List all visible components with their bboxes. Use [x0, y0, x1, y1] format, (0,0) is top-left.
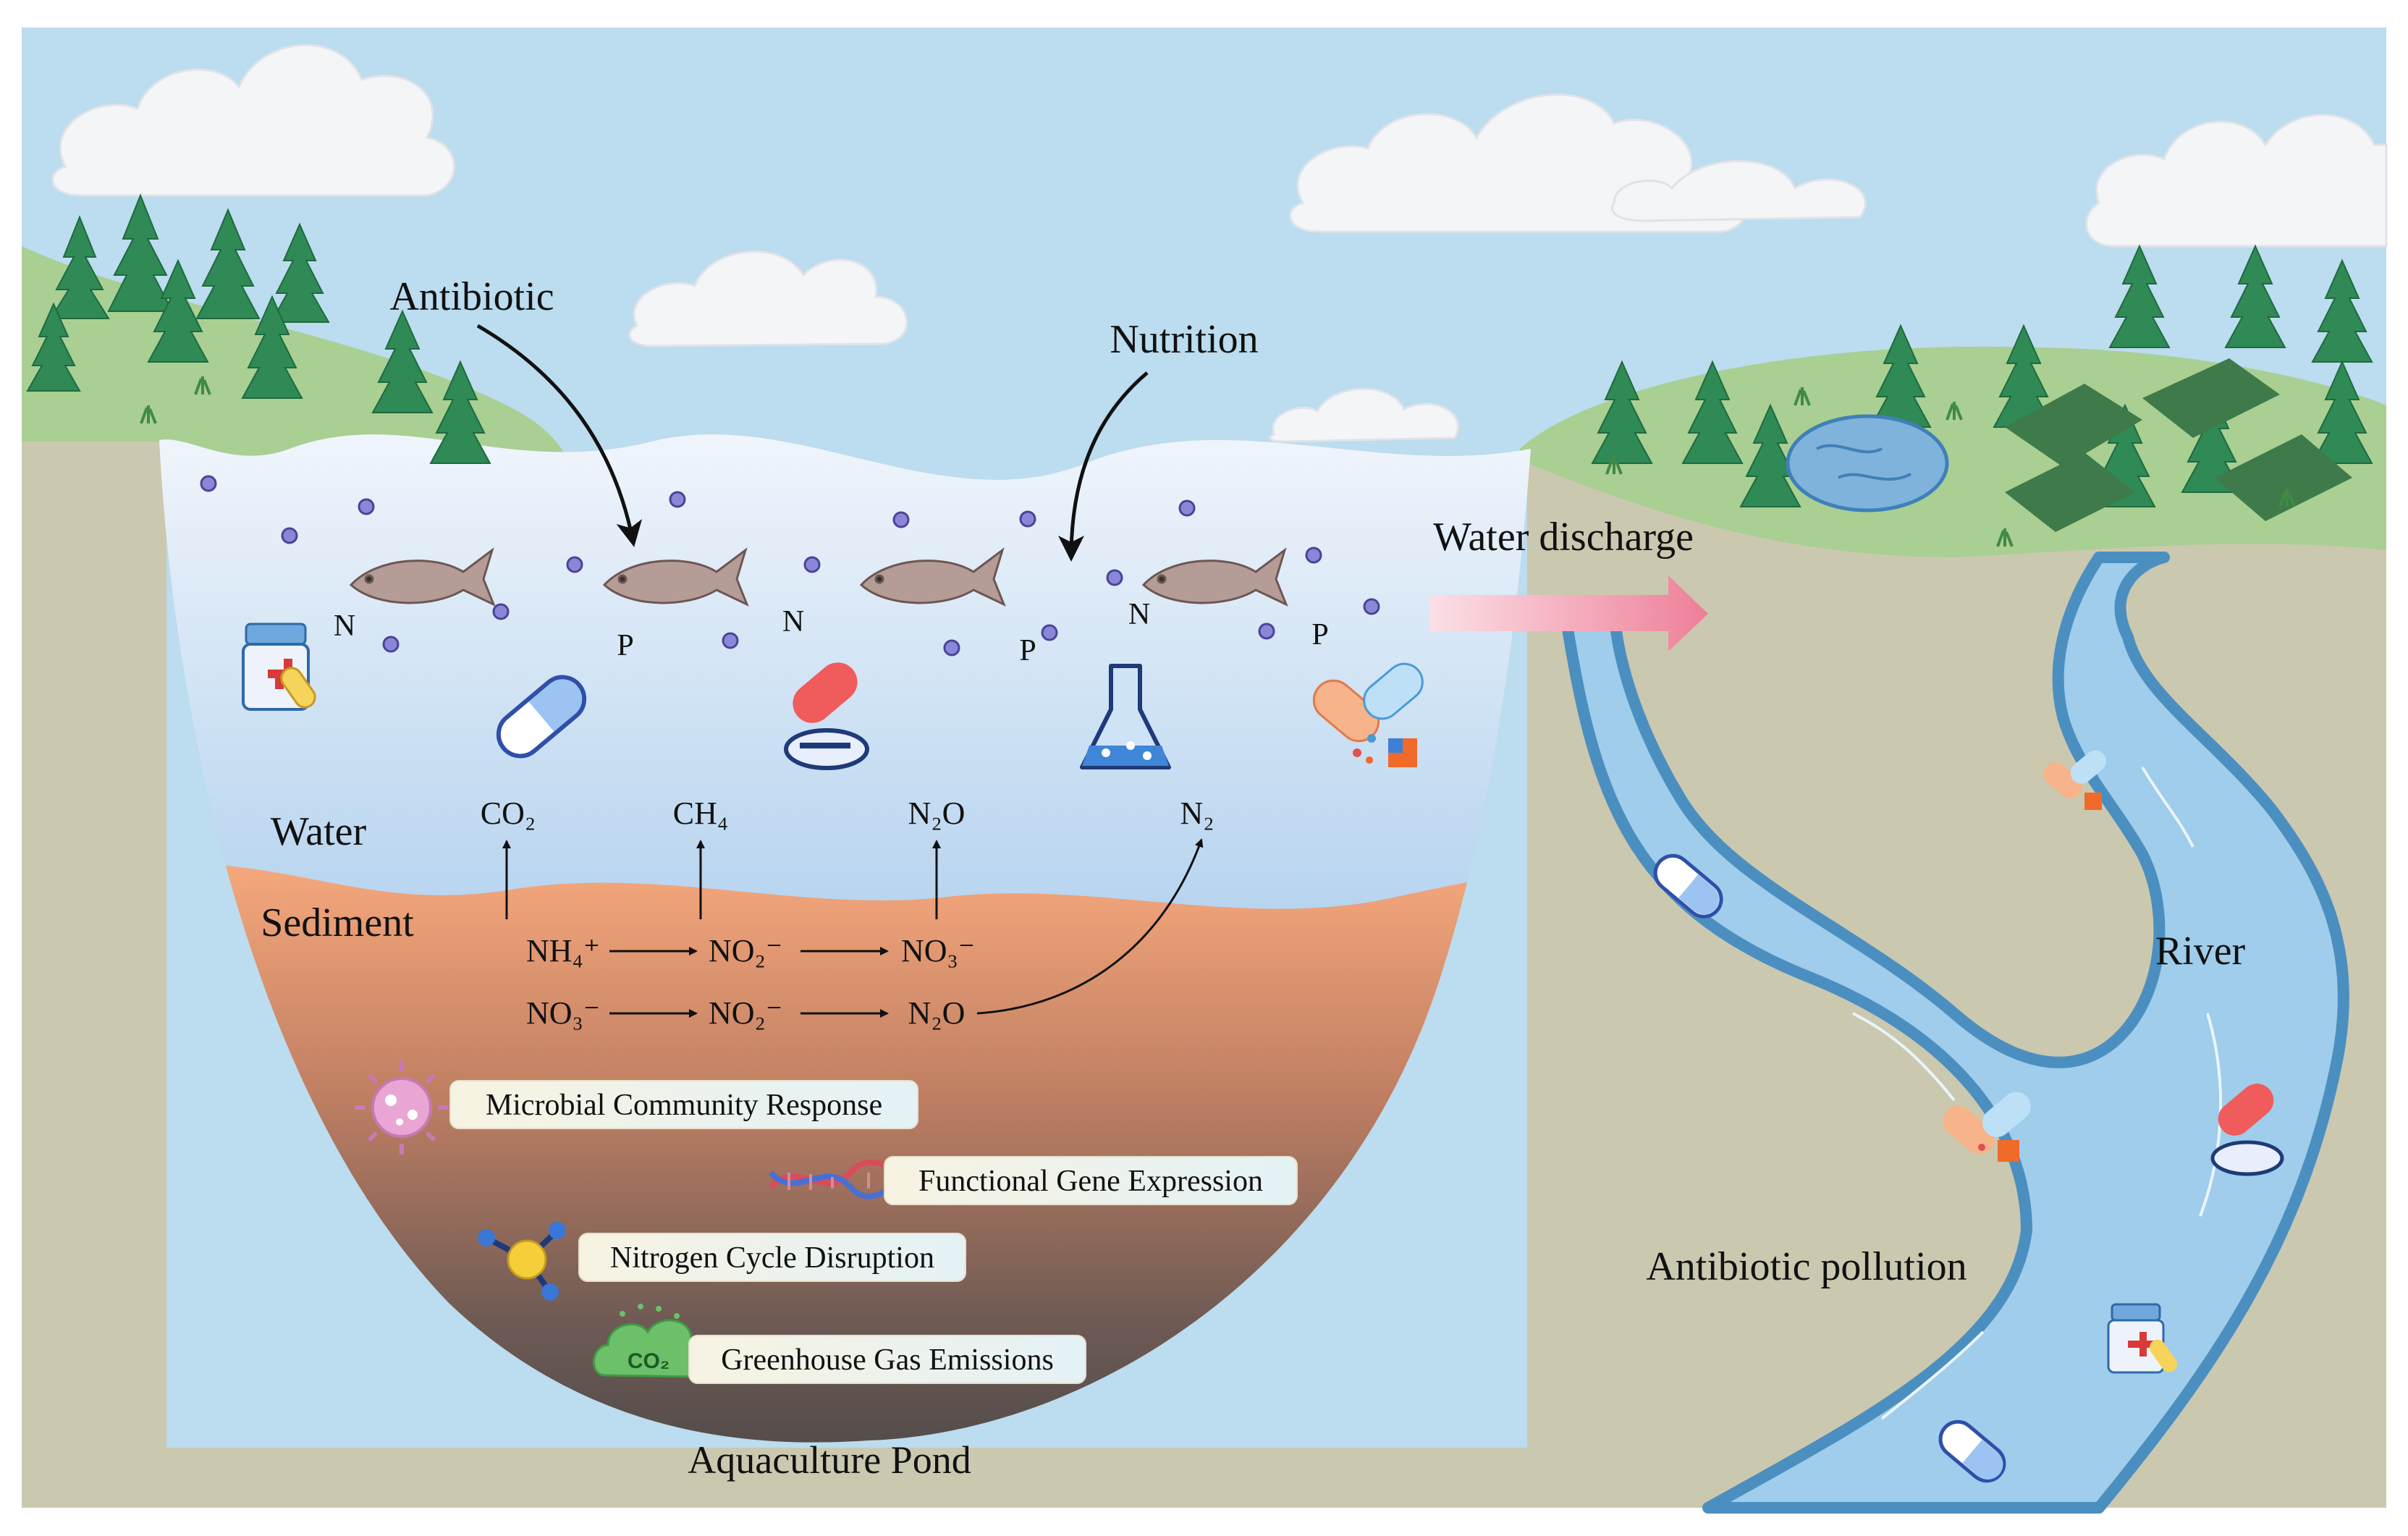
river-capsule-icon-1 — [1653, 853, 1723, 919]
trees-right — [1591, 244, 2373, 507]
sediment-label: Sediment — [261, 900, 414, 945]
river-capsules-cube-icon-1 — [2043, 750, 2106, 810]
impact-label: Microbial Community Response — [486, 1089, 882, 1122]
river-capsule-icon-2 — [1938, 1419, 2006, 1483]
impact-ghg: CO₂ Greenhouse Gas Emissions — [593, 1304, 1086, 1384]
grass-tufts — [140, 376, 2296, 547]
medicine-bottle-icon — [242, 623, 316, 711]
gas-co2: CO₂ — [481, 796, 536, 831]
fish-4 — [1141, 547, 1288, 607]
river-pill-tablet-icon — [2210, 1084, 2284, 1176]
antibiotic-pollution-label: Antibiotic pollution — [1646, 1244, 1966, 1289]
fish-3 — [859, 547, 1006, 607]
nutrient-label: P — [1311, 618, 1328, 651]
impact-label: Nitrogen Cycle Disruption — [610, 1241, 934, 1275]
impact-microbial: Microbial Community Response — [355, 1060, 918, 1155]
denitrification-species: NO₂⁻ — [709, 995, 782, 1031]
antibiotic-label: Antibiotic — [389, 274, 554, 319]
impact-label: Functional Gene Expression — [918, 1165, 1263, 1198]
nutrient-label: P — [1019, 634, 1036, 667]
gas-n2: N₂ — [1180, 796, 1214, 831]
capsules-cube-icon — [1312, 662, 1424, 767]
denitrification-species: N₂O — [908, 995, 966, 1031]
fish-1 — [349, 547, 496, 607]
flask-icon — [1080, 664, 1171, 769]
impact-nitrogen: Nitrogen Cycle Disruption — [478, 1222, 966, 1301]
arrow-to-n2 — [976, 838, 1204, 1015]
gas-n2o: N₂O — [908, 796, 966, 831]
water-discharge-arrow — [1429, 575, 1708, 651]
co2-icon-text: CO₂ — [628, 1349, 669, 1373]
nutrient-label: N — [782, 605, 804, 638]
capsule-icon — [496, 675, 587, 759]
water-label: Water — [271, 809, 367, 854]
nutrition-label: Nutrition — [1110, 317, 1258, 362]
aquaculture-pond-label: Aquaculture Pond — [688, 1438, 971, 1482]
fish-2 — [602, 547, 749, 607]
river-capsules-cube-icon-2 — [1943, 1092, 2031, 1162]
water-discharge-label: Water discharge — [1433, 515, 1694, 560]
nutrition-arrow — [1058, 371, 1149, 562]
nutrient-particles — [200, 475, 1380, 657]
molecule-icon — [478, 1222, 566, 1301]
microbe-icon — [355, 1060, 449, 1155]
river-label: River — [2155, 929, 2246, 974]
river — [1558, 552, 2349, 1514]
impact-gene: Functional Gene Expression — [768, 1156, 1298, 1205]
ground — [22, 442, 2386, 1508]
nitrification-species: NO₃⁻ — [901, 933, 975, 969]
gas-ch4: CH₄ — [673, 796, 728, 831]
co2-cloud-icon: CO₂ — [593, 1304, 708, 1378]
nitrification-species: NO₂⁻ — [709, 933, 782, 969]
trees-left — [26, 193, 491, 464]
nutrient-label: N — [334, 609, 355, 643]
impact-label: Greenhouse Gas Emissions — [721, 1343, 1054, 1377]
fish-group — [349, 547, 1288, 607]
river-medicine-bottle-icon — [2107, 1303, 2178, 1374]
nitrification-species: NH₄⁺ — [526, 933, 600, 969]
nutrient-label: P — [617, 629, 633, 662]
farm-pond — [1786, 414, 1949, 512]
crop-fields — [2005, 358, 2352, 532]
clouds — [51, 43, 2388, 443]
antibiotic-arrow — [476, 324, 642, 547]
denitrification-species: NO₃⁻ — [526, 995, 600, 1031]
nutrient-label: N — [1128, 598, 1150, 631]
pill-tablet-icon — [784, 662, 869, 770]
